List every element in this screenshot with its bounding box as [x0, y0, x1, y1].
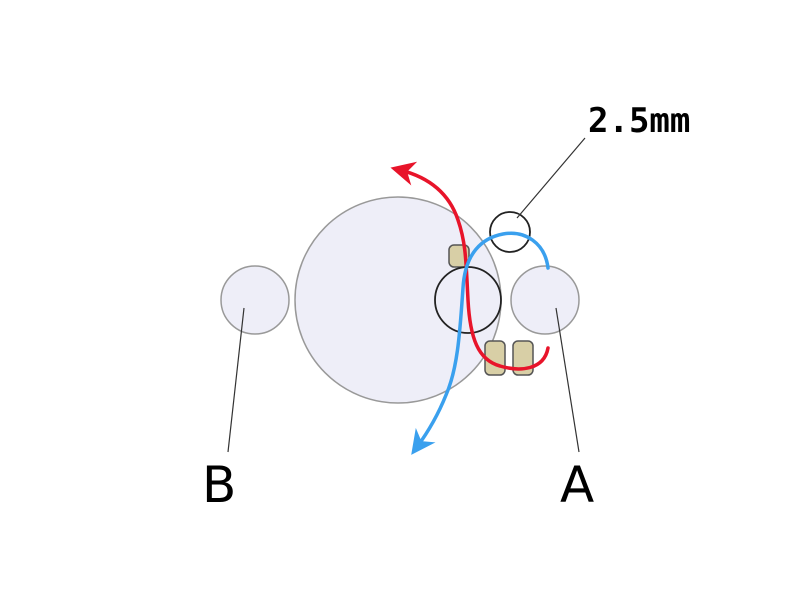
large-sphere [294, 196, 502, 404]
red-thread-path [390, 161, 550, 371]
sphere-b [220, 265, 290, 335]
leader-line-a [555, 307, 580, 453]
blue-thread-path [411, 231, 550, 455]
leader-line-b [227, 307, 245, 453]
sphere-a [510, 265, 580, 335]
label-b: B [202, 456, 236, 514]
label-a: A [560, 456, 594, 514]
dimension-label: 2.5mm [588, 101, 690, 141]
small-bead-outline [489, 211, 531, 253]
leader-line-dimension [516, 137, 586, 219]
